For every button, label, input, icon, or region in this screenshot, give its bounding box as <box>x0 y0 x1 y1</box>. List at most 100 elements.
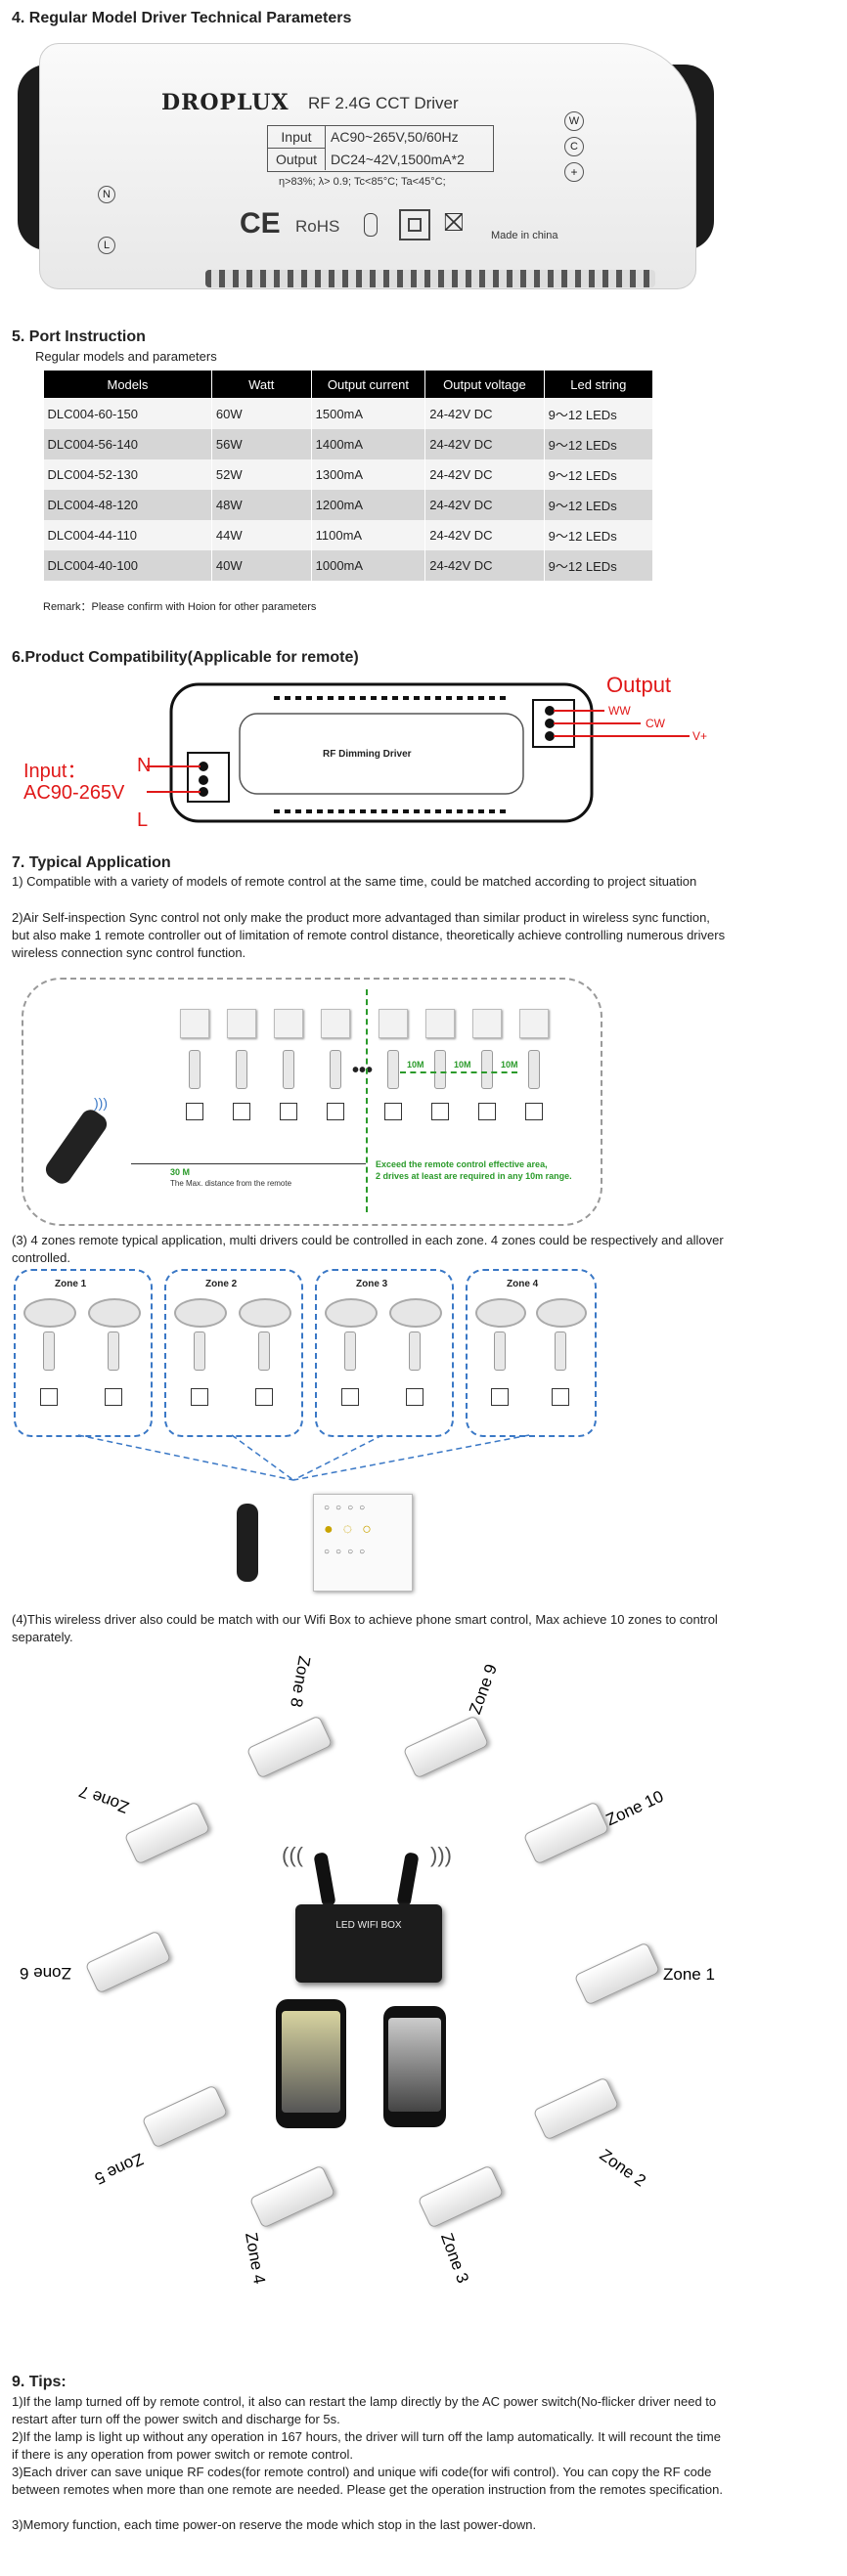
lamp-panel <box>472 1009 502 1038</box>
cell-model: DLC004-40-100 <box>43 550 212 581</box>
ac-plug <box>40 1388 58 1406</box>
panel-buttons-bottom: ○○○○ <box>324 1547 372 1557</box>
cell-watt: 40W <box>211 550 312 581</box>
zone-5-label: Zone 5 <box>91 2149 147 2189</box>
signal-icon: ))) <box>94 1095 108 1111</box>
mini-driver <box>344 1332 356 1371</box>
table-remark: Remark：Please confirm with Hoion for oth… <box>43 601 317 613</box>
cell-voltage: 24-42V DC <box>424 398 545 429</box>
mini-driver <box>481 1050 493 1089</box>
cell-model: DLC004-52-130 <box>43 459 212 490</box>
cell-watt: 48W <box>211 490 312 520</box>
zone-10-label: Zone 10 <box>602 1786 667 1830</box>
output-label: Output <box>268 149 326 170</box>
lamp-panel <box>519 1009 549 1038</box>
wifi-zone-driver <box>141 2084 229 2149</box>
wall-panel-remote: ○○○○ ●◌○ ○○○○ <box>313 1494 413 1592</box>
distance-1: 10M <box>407 1060 424 1070</box>
zone-box: Zone 4 <box>466 1269 597 1437</box>
zone-7-label: Zone 7 <box>76 1781 132 1817</box>
para-4: (4)This wireless driver also could be ma… <box>12 1612 718 1644</box>
model-title: RF 2.4G CCT Driver <box>308 94 459 112</box>
mini-driver <box>236 1050 247 1089</box>
sync-diagram: ••• 10M 10M 10M ))) 30 M The Max. distan… <box>22 978 602 1226</box>
input-title: Input： <box>23 761 87 782</box>
cell-voltage: 24-42V DC <box>424 490 545 520</box>
table-row: DLC004-48-120 48W 1200mA 24-42V DC 9～12 … <box>43 490 654 520</box>
cell-led: 9～12 LEDs <box>544 398 654 429</box>
ellipsis: ••• <box>352 1060 374 1081</box>
table-row: DLC004-40-100 40W 1000mA 24-42V DC 9～12 … <box>43 550 654 581</box>
range-value: 30 M <box>170 1167 191 1177</box>
para-3: (3) 4 zones remote typical application, … <box>12 1233 724 1265</box>
double-insulation-icon <box>399 209 430 240</box>
cell-voltage: 24-42V DC <box>424 459 545 490</box>
smartphone <box>383 2006 446 2127</box>
cell-current: 1000mA <box>311 550 426 581</box>
zone-2-label: Zone 2 <box>596 2145 649 2191</box>
zone-1-label: Zone 1 <box>663 1965 715 1984</box>
smartphone <box>276 1999 346 2128</box>
zone-label: Zone 3 <box>356 1279 388 1289</box>
zone-box: Zone 1 <box>14 1269 153 1437</box>
cell-model: DLC004-48-120 <box>43 490 212 520</box>
antenna-right <box>396 1852 420 1907</box>
port-n: N <box>98 186 115 203</box>
mini-driver <box>494 1332 506 1371</box>
port-l: L <box>98 237 115 254</box>
wifi-zone-driver <box>532 2076 620 2141</box>
lamp-panel <box>180 1009 209 1038</box>
driver-ridges <box>205 270 655 287</box>
para-2: 2)Air Self-inspection Sync control not o… <box>12 910 726 960</box>
cw-label: CW <box>646 717 665 730</box>
wifi-signal-icon: ))) <box>430 1843 452 1867</box>
cell-voltage: 24-42V DC <box>424 520 545 550</box>
vplus-label: V+ <box>692 729 708 743</box>
io-label-box: Input AC90~265V,50/60Hz Output DC24~42V,… <box>267 125 494 172</box>
cell-model: DLC004-56-140 <box>43 429 212 459</box>
mini-driver <box>189 1050 201 1089</box>
wifi-zone-driver <box>123 1801 211 1865</box>
zone-3-label: Zone 3 <box>436 2230 472 2286</box>
range-line <box>131 1163 366 1164</box>
table-row: DLC004-60-150 60W 1500mA 24-42V DC 9～12 … <box>43 398 654 429</box>
phone-screen <box>282 2011 340 2113</box>
zone-8-label: Zone 8 <box>287 1654 314 1709</box>
rf-driver-name: RF Dimming Driver <box>323 749 412 760</box>
mini-driver <box>434 1050 446 1089</box>
output-title: Output <box>606 673 672 697</box>
section-9-title: 9. Tips: <box>12 2374 67 2390</box>
section-5-subtitle: Regular models and parameters <box>35 349 217 364</box>
driver-photo: DROPLUX RF 2.4G CCT Driver Input AC90~26… <box>10 29 714 313</box>
driver-outline-svg <box>147 682 690 823</box>
wifi-zones-diagram: Zone 8 Zone 9 Zone 7 Zone 10 Zone 6 Zone… <box>0 1652 743 2356</box>
wifi-zone-driver <box>248 2164 336 2229</box>
cell-current: 1500mA <box>311 398 426 429</box>
mini-driver <box>108 1332 119 1371</box>
ac-plug <box>191 1388 208 1406</box>
cell-voltage: 24-42V DC <box>424 550 545 581</box>
cell-watt: 44W <box>211 520 312 550</box>
wifi-signal-icon: ((( <box>282 1843 303 1867</box>
wifi-box: LED WIFI BOX <box>295 1904 442 1983</box>
table-row: DLC004-44-110 44W 1100mA 24-42V DC 9～12 … <box>43 520 654 550</box>
ceiling-lamp <box>475 1298 526 1328</box>
ac-plug <box>105 1388 122 1406</box>
driver-casing <box>39 43 696 289</box>
port-w: W <box>564 111 584 131</box>
output-value: DC24~42V,1500mA*2 <box>331 152 465 167</box>
ceiling-lamp <box>239 1298 291 1328</box>
input-value: AC90~265V,50/60Hz <box>331 129 459 145</box>
col-models: Models <box>43 370 212 399</box>
section-6-title: 6.Product Compatibility(Applicable for r… <box>12 649 359 666</box>
ceiling-lamp <box>174 1298 227 1328</box>
col-output-voltage: Output voltage <box>424 370 545 399</box>
range-note: The Max. distance from the remote <box>170 1179 292 1188</box>
cell-current: 1100mA <box>311 520 426 550</box>
rohs-mark: RoHS <box>295 217 340 236</box>
models-table: Models Watt Output current Output voltag… <box>43 370 654 581</box>
cell-model: DLC004-60-150 <box>43 398 212 429</box>
lamp-panel <box>274 1009 303 1038</box>
cell-current: 1200mA <box>311 490 426 520</box>
ceiling-lamp <box>325 1298 378 1328</box>
